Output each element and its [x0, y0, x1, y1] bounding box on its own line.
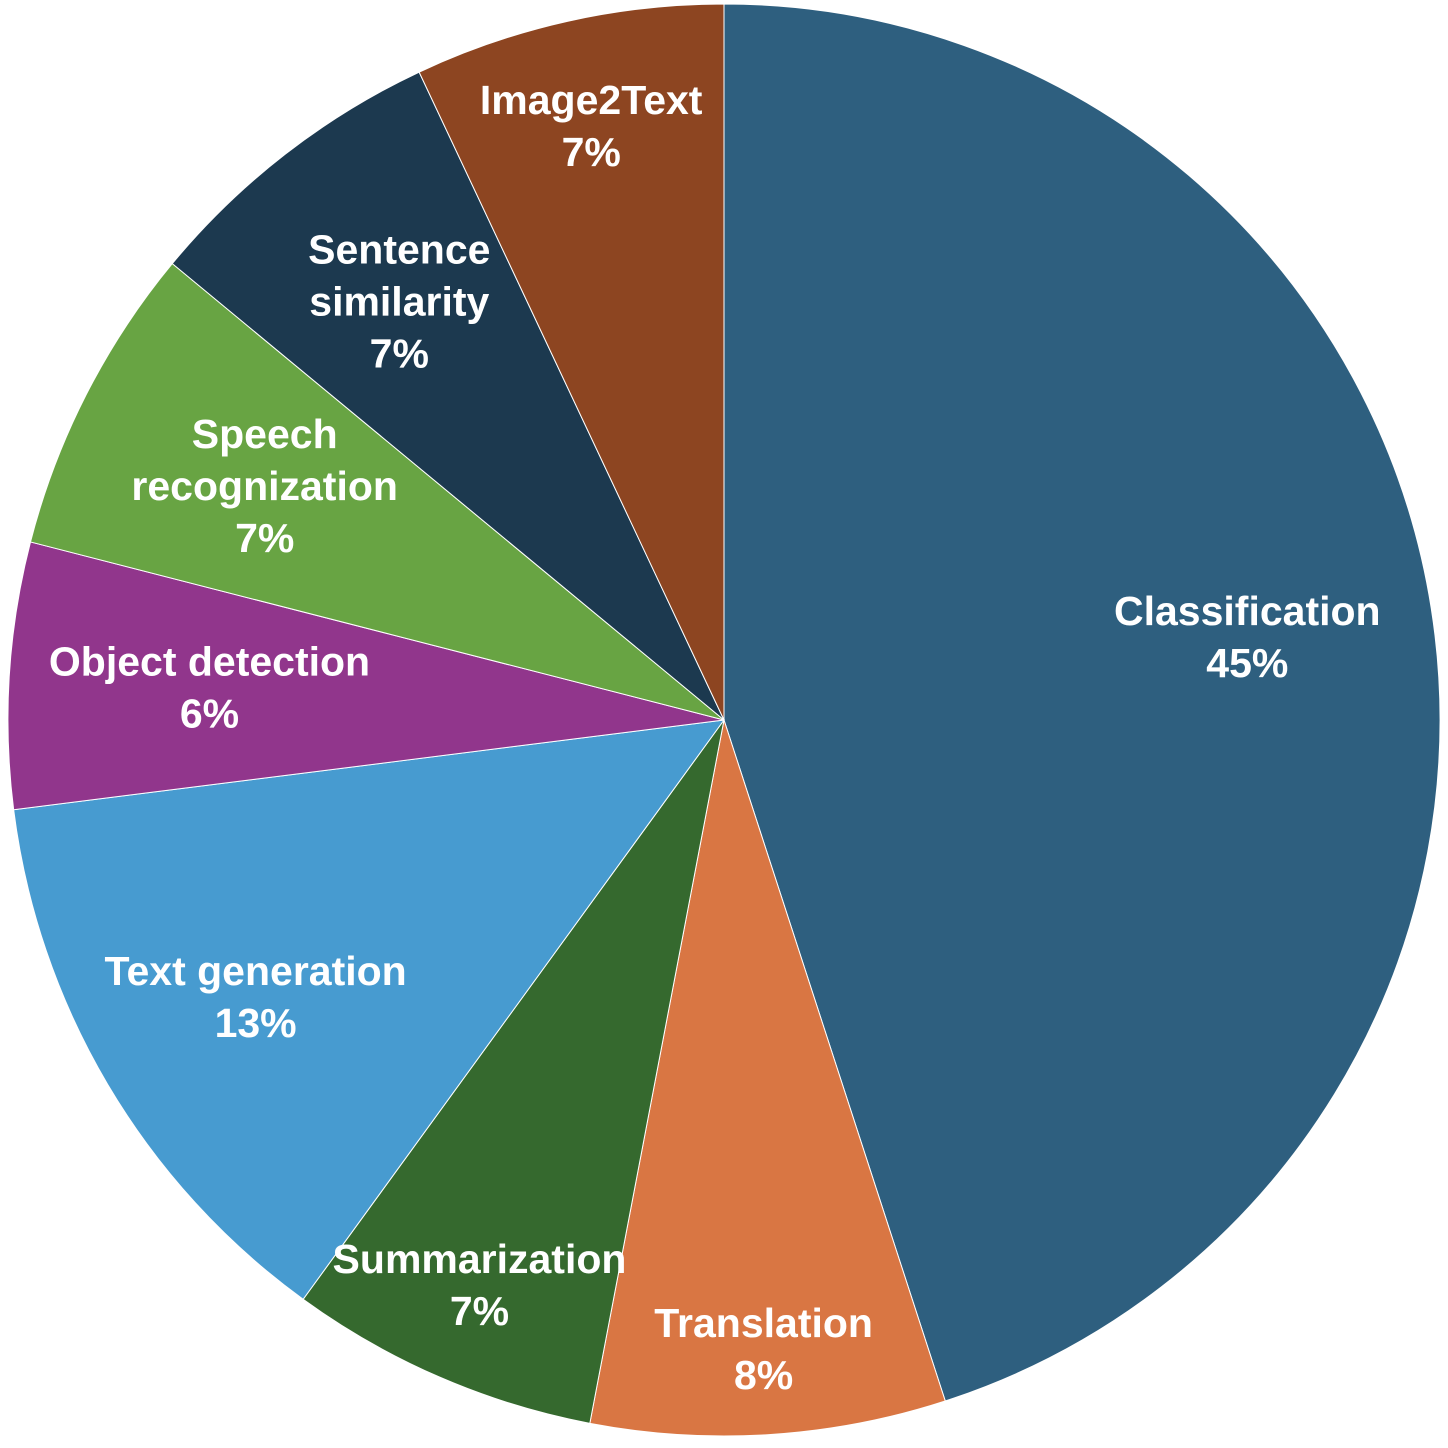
pie-slice-label-1: Translation 8%: [654, 1300, 873, 1398]
pie-slice-2: [302, 719, 725, 1424]
slice-percent-label: 7%: [450, 1288, 509, 1334]
pie-slice-label-7: Image2Text 7%: [480, 77, 703, 175]
pie-slice-label-5: Speech recognization 7%: [131, 411, 398, 561]
slice-category-label: Object detection: [49, 639, 370, 685]
slice-percent-label: 7%: [562, 129, 621, 175]
slice-percent-label: 7%: [235, 515, 294, 561]
pie-slice-label-6: Sentence similarity 7%: [308, 226, 490, 376]
slice-category-label: Translation: [654, 1300, 873, 1346]
slice-percent-label: 13%: [215, 1000, 297, 1046]
pie-labels: Classification 45% Translation 8% Summarizat…: [49, 77, 1381, 1398]
slice-percent-label: 45%: [1206, 640, 1288, 686]
pie-slice-7: [418, 3, 725, 721]
slice-category-label: similarity: [309, 278, 489, 324]
pie-slice-label-2: Summarization 7%: [333, 1236, 627, 1334]
pie-slice-6: [171, 71, 725, 721]
pie-slice-5: [29, 262, 725, 721]
slice-percent-label: 8%: [734, 1352, 793, 1398]
slice-category-label: Classification: [1114, 588, 1381, 634]
pie-slices: [7, 3, 1441, 1437]
slice-category-label: recognization: [131, 463, 398, 509]
slice-category-label: Text generation: [104, 948, 406, 994]
pie-slice-label-0: Classification 45%: [1114, 588, 1381, 686]
slice-category-label: Speech: [192, 411, 338, 457]
slice-category-label: Sentence: [308, 226, 490, 272]
pie-slice-label-3: Text generation 13%: [104, 948, 406, 1046]
slice-percent-label: 6%: [180, 691, 239, 737]
pie-slice-4: [7, 541, 725, 811]
slice-percent-label: 7%: [370, 330, 429, 376]
slice-category-label: Image2Text: [480, 77, 703, 123]
pie-slice-1: [589, 719, 946, 1437]
pie-slice-0: [723, 3, 1441, 1402]
pie-slice-label-4: Object detection 6%: [49, 639, 370, 737]
slice-category-label: Summarization: [333, 1236, 627, 1282]
pie-slice-3: [13, 719, 726, 1300]
